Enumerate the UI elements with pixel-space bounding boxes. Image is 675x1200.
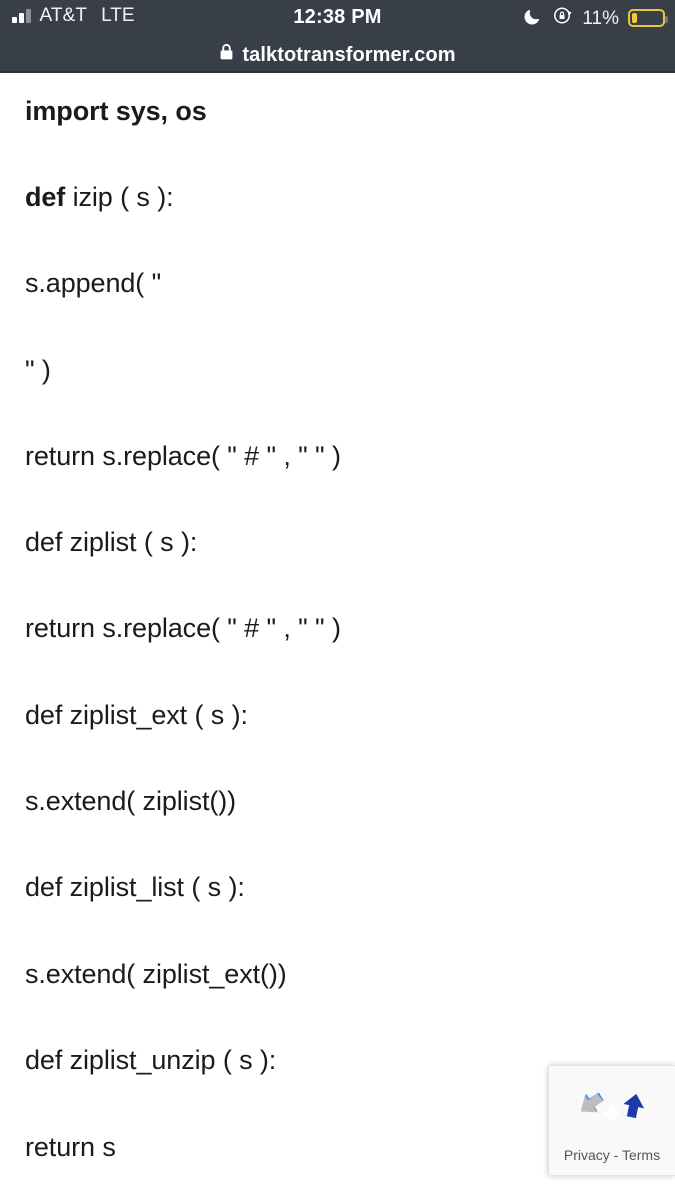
code-line: def ziplist_unzip ( s ): <box>25 1045 277 1075</box>
carrier-label: AT&T <box>39 5 88 26</box>
code-line: def ziplist ( s ): <box>25 527 198 557</box>
recaptcha-privacy-terms-links[interactable]: Privacy - Terms <box>563 1146 661 1163</box>
code-line: return s <box>25 1132 116 1162</box>
code-line: s.extend( ziplist()) <box>25 786 237 816</box>
battery-percentage-label: 11% <box>582 7 619 29</box>
code-line: s.extend( ziplist_ext()) <box>25 959 287 989</box>
battery-fill <box>632 13 637 23</box>
code-line: def ziplist_ext ( s ): <box>25 700 248 730</box>
url-label: talktotransformer.com <box>242 43 456 66</box>
page-content: import sys, os def izip ( s ): s.append(… <box>0 73 675 1200</box>
status-bar: AT&T LTE 12:38 PM 11% <box>0 0 675 38</box>
address-bar[interactable]: talktotransformer.com <box>0 38 675 71</box>
code-line: s.append( " <box>25 268 162 298</box>
browser-header: AT&T LTE 12:38 PM 11% <box>0 0 675 73</box>
status-bar-left-group: AT&T LTE <box>12 6 135 25</box>
code-line: def ziplist_list ( s ): <box>25 872 245 902</box>
status-bar-right-group: 11% <box>523 5 668 31</box>
recaptcha-badge[interactable]: Privacy - Terms <box>548 1065 675 1176</box>
lock-icon <box>219 43 234 66</box>
cellular-signal-icon <box>12 8 31 23</box>
moon-icon <box>523 6 543 31</box>
code-line: def izip ( s ): <box>25 181 665 213</box>
network-type-label: LTE <box>101 5 135 26</box>
code-line: return s.replace( " # " , " " ) <box>25 613 341 643</box>
code-line: import sys, os <box>25 96 207 126</box>
battery-icon <box>628 9 668 27</box>
recaptcha-logo-icon <box>579 1080 645 1146</box>
status-bar-clock: 12:38 PM <box>293 6 382 28</box>
keyword-def: def <box>25 182 66 212</box>
code-line: return s.replace( " # " , " " ) <box>25 441 341 471</box>
code-line-rest: izip ( s ): <box>65 182 174 212</box>
code-line: " ) <box>25 355 51 385</box>
rotation-lock-icon <box>552 5 573 31</box>
